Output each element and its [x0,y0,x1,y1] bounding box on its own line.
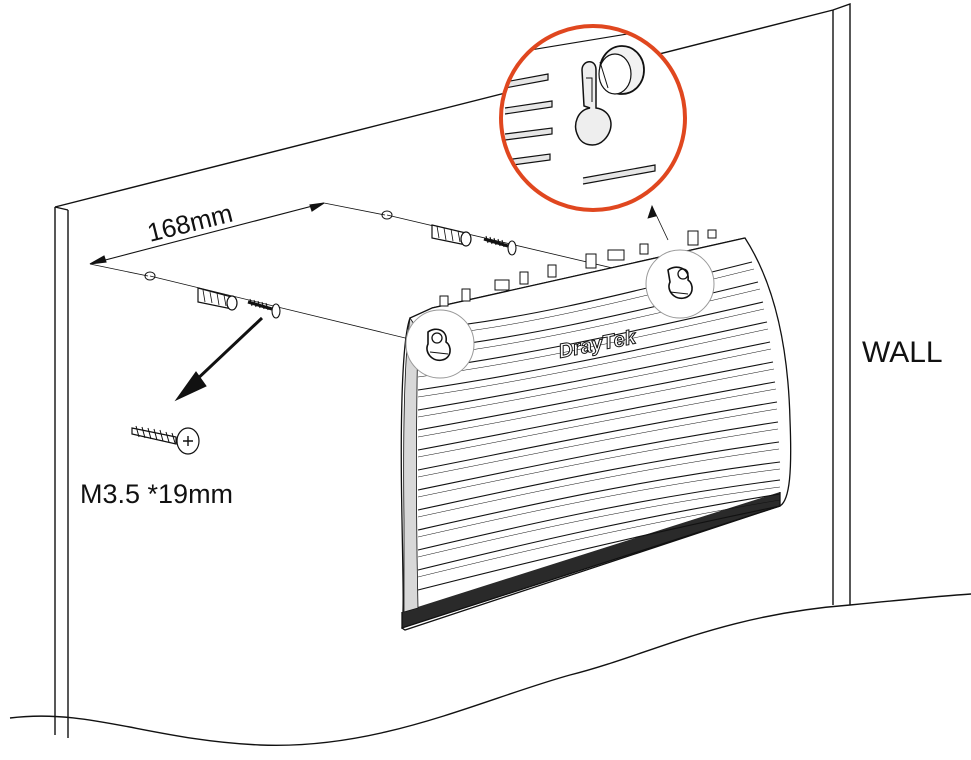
wall-anchor-icon [431,224,472,247]
vent-slots [504,73,656,185]
dimension-168mm: 168mm [89,198,386,277]
screw-head-icon [598,45,645,95]
drill-holes [144,210,393,281]
keyhole-zoom-callout [499,24,687,212]
screw-icon [483,235,517,256]
screw-detail-icon [131,425,200,455]
screw-icon [247,298,281,319]
keyhole-slot-icon [574,61,612,146]
drill-hole-right [381,210,393,220]
wall-label: WALL [862,336,943,369]
wall-panel [9,3,971,747]
keyhole-marker-left [405,309,475,379]
router-ribs-shadow [417,268,781,578]
keyhole-marker-right [645,249,715,319]
dimension-label: 168mm [144,198,235,248]
wall-anchor-icon [197,287,238,311]
drill-hole-left [144,271,156,281]
router-ports [439,229,717,307]
screw-size-label: M3.5 *19mm [80,479,233,509]
arrow-icon [174,316,264,402]
router-body [400,237,792,631]
